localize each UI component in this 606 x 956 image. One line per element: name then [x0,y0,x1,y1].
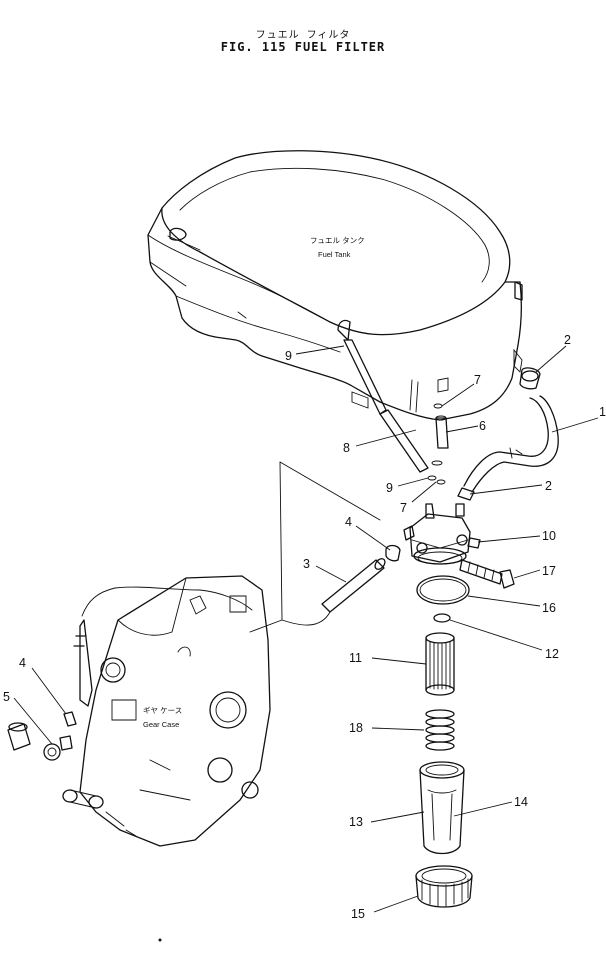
joint-bolt [7,722,73,761]
filter-head [403,503,481,565]
gear-case-label-jp: ギヤ ケース [143,706,182,715]
hose [457,367,559,501]
fuel-pipe [321,544,401,613]
fuel-tank-label: Fuel Tank [318,250,351,259]
bolt [459,559,515,589]
callout-small-clip-lower: 7 [400,501,407,515]
fuel-tank-label-jp: フュエル タンク [310,236,365,245]
short-hose-set [427,403,449,485]
callout-case: 13 [349,815,363,829]
o-ring-large [416,575,470,605]
callout-clamp-top: 2 [564,333,571,347]
callout-clamp-gear-case: 4 [19,656,26,670]
callout-sight-window: 14 [514,795,528,809]
tank-hose [337,319,429,473]
callout-clip-lower: 9 [386,481,393,495]
callout-ring-nut: 15 [351,907,365,921]
figure-title: FIG. 115 FUEL FILTER [220,40,386,54]
callout-tank-hose: 8 [343,441,350,455]
callout-bolt: 17 [542,564,556,578]
case [419,761,465,855]
ring-nut [415,865,473,908]
callout-fuel-pipe: 3 [303,557,310,571]
figure-title-jp: フュエル フィルタ [255,30,351,41]
callout-clamp-lower: 2 [545,479,552,493]
callout-filter-head: 10 [542,529,556,543]
spring [425,709,455,751]
gear-case: ギヤ ケース Gear Case [62,575,271,847]
callout-small-clip-top: 7 [474,373,481,387]
callout-short-hose: 6 [479,419,486,433]
callout-spring: 18 [349,721,363,735]
callout-o-ring-large: 16 [542,601,556,615]
element [425,632,455,696]
callout-element: 11 [349,651,362,665]
callout-joint-bolt: 5 [3,690,10,704]
callout-hose: 1 [599,405,606,419]
o-ring-small [433,613,451,623]
callouts: 1 2 2 3 4 4 5 6 7 7 [3,333,606,921]
callout-o-ring-small: 12 [545,647,559,661]
gear-case-label: Gear Case [143,720,179,729]
fuel-tank: フュエル タンク Fuel Tank [147,150,523,421]
callout-clamp-pipe: 4 [345,515,352,529]
callout-clip-tank: 9 [285,349,292,363]
